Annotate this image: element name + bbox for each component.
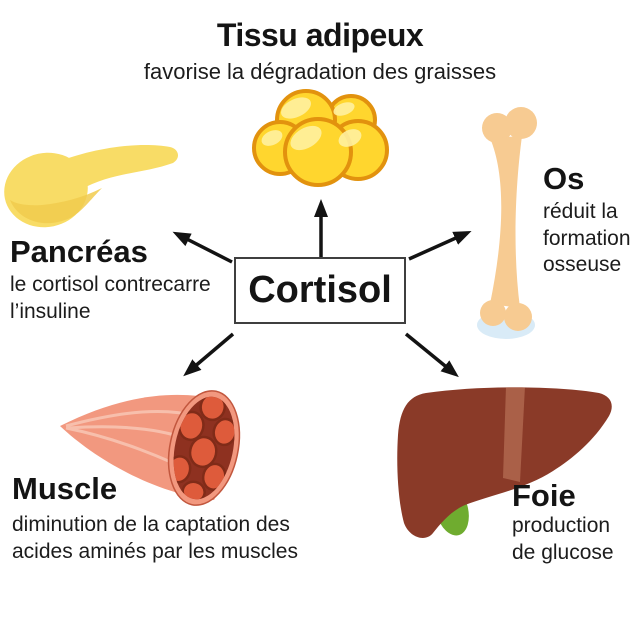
bone-description: réduit la formation osseuse [543,200,631,276]
diagram-subtitle: favorise la dégradation des graisses [143,59,497,85]
cortisol-box: Cortisol [234,257,406,324]
cortisol-label: Cortisol [248,269,392,311]
pancreas-name: Pancréas [10,234,148,269]
pancreas-description: le cortisol contrecarre l’insuline [10,273,211,323]
fat-cells-icon [252,89,389,187]
arrow-down-right [404,332,459,378]
muscle-icon [60,390,241,506]
arrow-down-left [183,332,235,377]
liver-description: production de glucose [512,514,614,564]
muscle-description: diminution de la captation des acides am… [12,513,298,563]
diagram-title: Tissu adipeux [216,17,424,53]
muscle-name: Muscle [12,471,118,506]
pancreas-icon [4,145,179,228]
liver-icon [397,387,612,538]
bone-name: Os [543,161,585,196]
title-block: Tissu adipeux favorise la dégradation de… [0,17,640,85]
liver-name: Foie [512,478,576,513]
bone-icon [477,107,537,339]
arrow-up-left [172,231,233,264]
arrow-up-right [408,230,472,261]
